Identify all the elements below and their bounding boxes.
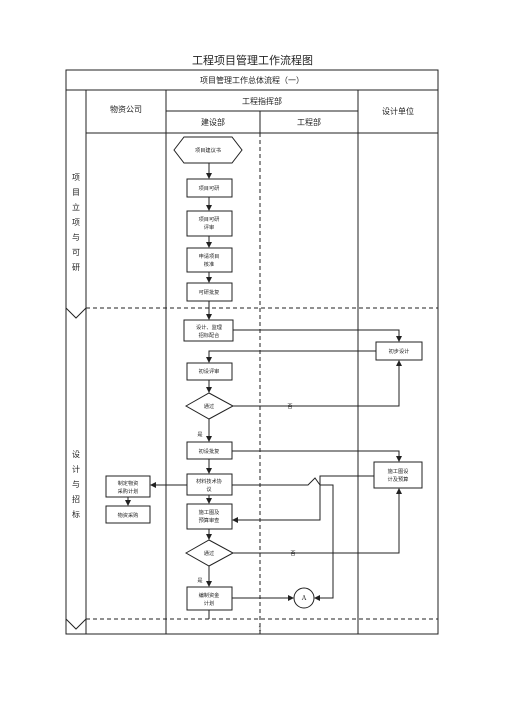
pass2-label: 通过 xyxy=(204,549,214,557)
phase-label-1: 项目立项与可研 xyxy=(72,173,80,272)
tech-label-2: 议 xyxy=(206,485,212,493)
survey-label-1: 设计、监理 xyxy=(196,323,223,331)
funds-label-1: 编制资金 xyxy=(199,591,221,599)
column-construction: 建设部 xyxy=(201,118,225,127)
column-design: 设计单位 xyxy=(382,107,414,116)
apply-label-2: 核准 xyxy=(204,260,214,268)
prelim-review-label: 初设评审 xyxy=(199,367,220,375)
column-materials: 物资公司 xyxy=(110,105,142,114)
survey-label-2: 招标配合 xyxy=(199,331,221,339)
prelim-approval-label: 初设批复 xyxy=(199,447,220,455)
funds-label-2: 计划 xyxy=(204,599,214,607)
column-command: 工程指挥部 xyxy=(242,97,282,106)
feasibility-review-label-1: 项目可研 xyxy=(199,216,220,223)
dashed-lines xyxy=(86,133,438,634)
feasibility-review-node xyxy=(186,210,233,237)
table-frame xyxy=(65,69,439,635)
prelim-design-label: 初步设计 xyxy=(389,347,410,355)
drawing-node xyxy=(373,461,423,489)
drawing-label-2: 计及预算 xyxy=(388,475,409,483)
tech-label-1: 材料技术协 xyxy=(196,477,223,485)
footer-mark: 1 xyxy=(258,626,262,633)
flow-nodes xyxy=(105,136,423,611)
approval-label: 可研批复 xyxy=(199,288,220,296)
yes1-label: 是 xyxy=(197,431,202,438)
budget-review-label-2: 预算审查 xyxy=(199,516,220,524)
no1-label: 否 xyxy=(287,403,292,410)
phase-label-2: 设计与招标 xyxy=(72,450,80,519)
apply-node xyxy=(186,247,233,273)
apply-label-1: 申请项目 xyxy=(199,252,220,260)
connector-a-label: A xyxy=(301,595,307,602)
phase-marks xyxy=(65,307,87,630)
purchase-node xyxy=(105,505,151,524)
plan-label-2: 采购计划 xyxy=(118,487,139,495)
drawing-label-1: 施工图设 xyxy=(388,467,409,475)
feasibility-review-label-2: 评审 xyxy=(204,223,214,231)
document-title: 工程项目管理工作流程图 xyxy=(192,54,313,67)
feasibility-label: 项目可研 xyxy=(199,185,220,192)
budget-review-node xyxy=(186,503,233,530)
pass1-label: 通过 xyxy=(204,402,214,410)
node-labels: 项目建议书 项目可研 项目可研 评审 申请项目 核准 可研批复 设计、监理 招标… xyxy=(118,146,410,633)
purchase-label: 物资采购 xyxy=(118,511,139,519)
table-title: 项目管理工作总体流程（一） xyxy=(200,76,304,85)
flow-arrows xyxy=(125,163,402,601)
proposal-node xyxy=(173,136,243,164)
yes2-label: 是 xyxy=(197,577,202,584)
column-engineering: 工程部 xyxy=(297,118,321,127)
proposal-label: 项目建议书 xyxy=(195,146,221,154)
plan-label-1: 制定物资 xyxy=(118,479,139,487)
budget-review-label-1: 施工图及 xyxy=(199,508,220,516)
no2-label: 否 xyxy=(290,550,295,557)
